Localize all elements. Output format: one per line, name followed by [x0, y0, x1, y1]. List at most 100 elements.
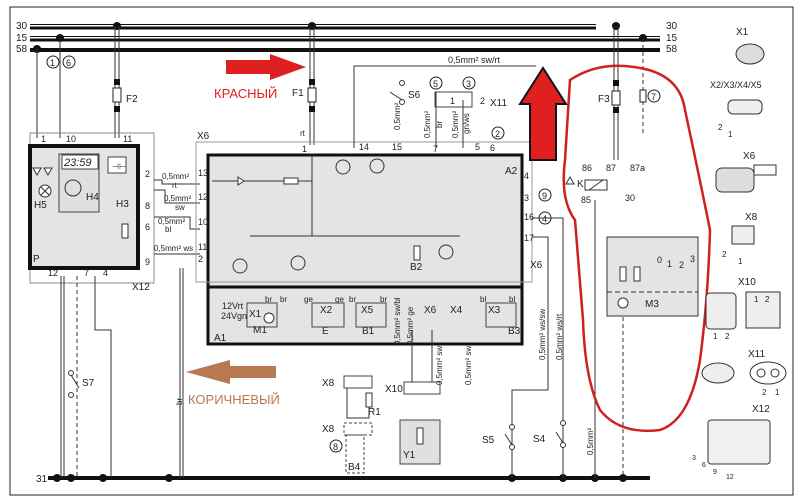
diode-icon: [32, 167, 42, 177]
svg-text:F1: F1: [292, 88, 304, 99]
diode-icon: [237, 176, 245, 186]
svg-text:1: 1: [775, 388, 780, 397]
svg-text:10: 10: [66, 134, 76, 144]
svg-text:9: 9: [713, 469, 717, 476]
svg-text:bl: bl: [480, 295, 486, 304]
svg-text:3: 3: [466, 79, 471, 89]
svg-text:0,5mm² sw: 0,5mm² sw: [435, 346, 444, 385]
bus-58-right-label: 58: [666, 44, 678, 55]
bus-30: 30: [16, 21, 596, 32]
svg-text:87a: 87a: [630, 163, 645, 173]
svg-text:12: 12: [726, 474, 734, 481]
resistor-icon: [283, 177, 299, 185]
svg-text:0,5mm² sw: 0,5mm² sw: [464, 346, 473, 385]
svg-text:17: 17: [524, 233, 534, 243]
bus-15: 15: [16, 33, 660, 44]
svg-text:X12: X12: [132, 282, 150, 293]
svg-text:7: 7: [84, 268, 89, 278]
svg-text:X8: X8: [322, 424, 335, 435]
svg-text:X1: X1: [249, 309, 262, 320]
svg-text:bl: bl: [509, 295, 515, 304]
svg-text:4: 4: [103, 268, 108, 278]
svg-text:1: 1: [302, 144, 307, 154]
fuse-f3: F3: [598, 80, 647, 113]
x10-connector-side-icon: [745, 291, 781, 329]
fuse-f2: F2: [112, 79, 138, 112]
svg-text:Y1: Y1: [403, 450, 416, 461]
svg-text:B2: B2: [410, 262, 423, 273]
svg-text:7: 7: [651, 92, 656, 102]
svg-text:S6: S6: [408, 90, 421, 101]
svg-text:X11: X11: [490, 98, 507, 109]
potentiometer-icon: [121, 223, 129, 239]
svg-text:A2: A2: [505, 166, 518, 177]
svg-text:11: 11: [123, 134, 132, 144]
svg-text:X10: X10: [385, 384, 403, 395]
svg-text:0,5mm²: 0,5mm²: [162, 172, 189, 181]
legend-x11-label: X11: [748, 349, 765, 360]
svg-text:5: 5: [475, 142, 480, 152]
svg-text:br: br: [175, 398, 184, 405]
svg-text:ge: ge: [335, 295, 344, 304]
switch-s4: S4: [533, 420, 566, 448]
svg-text:X8: X8: [322, 378, 335, 389]
svg-text:0,5mm²: 0,5mm²: [158, 217, 185, 226]
svg-text:2: 2: [480, 96, 485, 106]
svg-text:3: 3: [524, 193, 529, 203]
svg-text:rt: rt: [300, 129, 306, 138]
svg-text:6: 6: [145, 222, 150, 232]
module-a1: A1 12Vrt 24Vgn X1 M1 X2 E X5 B1 X6 X4 X3…: [206, 285, 524, 346]
connector-x8-r1: X8 R1: [322, 375, 381, 419]
svg-text:X4: X4: [450, 305, 463, 316]
svg-text:B3: B3: [508, 326, 521, 337]
svg-text:8: 8: [333, 442, 338, 452]
relay-icon: [107, 156, 127, 174]
svg-text:B4: B4: [348, 462, 361, 473]
x11-connector-face-icon: [749, 361, 787, 385]
svg-text:R1: R1: [368, 407, 381, 418]
svg-text:M3: M3: [645, 299, 659, 310]
transistor-icon: [64, 179, 82, 197]
legend-x1-label: X1: [736, 27, 749, 38]
x1-connector-icon: [735, 43, 765, 65]
wiper-motor-m3: M3 0 1 2 3: [606, 236, 699, 317]
svg-text:2: 2: [495, 129, 500, 139]
brown-label: КОРИЧНЕВЫЙ: [188, 392, 280, 407]
bus-30-right-label: 30: [666, 21, 678, 32]
svg-text:H5: H5: [34, 200, 47, 211]
svg-text:1: 1: [728, 130, 733, 139]
svg-text:1: 1: [713, 332, 718, 341]
svg-text:7: 7: [433, 144, 438, 154]
svg-text:1: 1: [41, 134, 46, 144]
svg-text:2: 2: [762, 388, 767, 397]
bus-58: 58: [16, 44, 660, 55]
legend-x12-label: X12: [752, 404, 770, 415]
svg-text:6: 6: [490, 143, 495, 153]
x11-connector-icon: [701, 362, 735, 384]
svg-text:1: 1: [738, 257, 743, 266]
switch-s7: S7: [68, 370, 95, 398]
x2-connector-icon: [727, 99, 763, 115]
motor-m1-icon: [263, 312, 275, 324]
legend-x10-label: X10: [738, 277, 756, 288]
svg-text:2: 2: [722, 250, 727, 259]
svg-text:30: 30: [625, 193, 635, 203]
legend-x6-label: X6: [743, 151, 756, 162]
svg-text:P: P: [33, 254, 40, 265]
svg-text:0,5mm² ws/sw: 0,5mm² ws/sw: [538, 309, 547, 360]
svg-text:br: br: [280, 295, 287, 304]
svg-text:9: 9: [542, 191, 547, 201]
switch-s5: S5: [482, 424, 515, 450]
svg-text:0,5mm²: 0,5mm²: [451, 111, 460, 138]
svg-text:0: 0: [657, 255, 662, 265]
svg-text:X5: X5: [361, 305, 374, 316]
svg-text:br: br: [349, 295, 356, 304]
svg-text:2: 2: [145, 169, 150, 179]
svg-text:K: K: [577, 179, 584, 190]
svg-text:1: 1: [754, 295, 759, 304]
panel-wires: [60, 179, 200, 478]
x10-connector-icon: [705, 292, 737, 330]
svg-text:1: 1: [667, 259, 672, 269]
